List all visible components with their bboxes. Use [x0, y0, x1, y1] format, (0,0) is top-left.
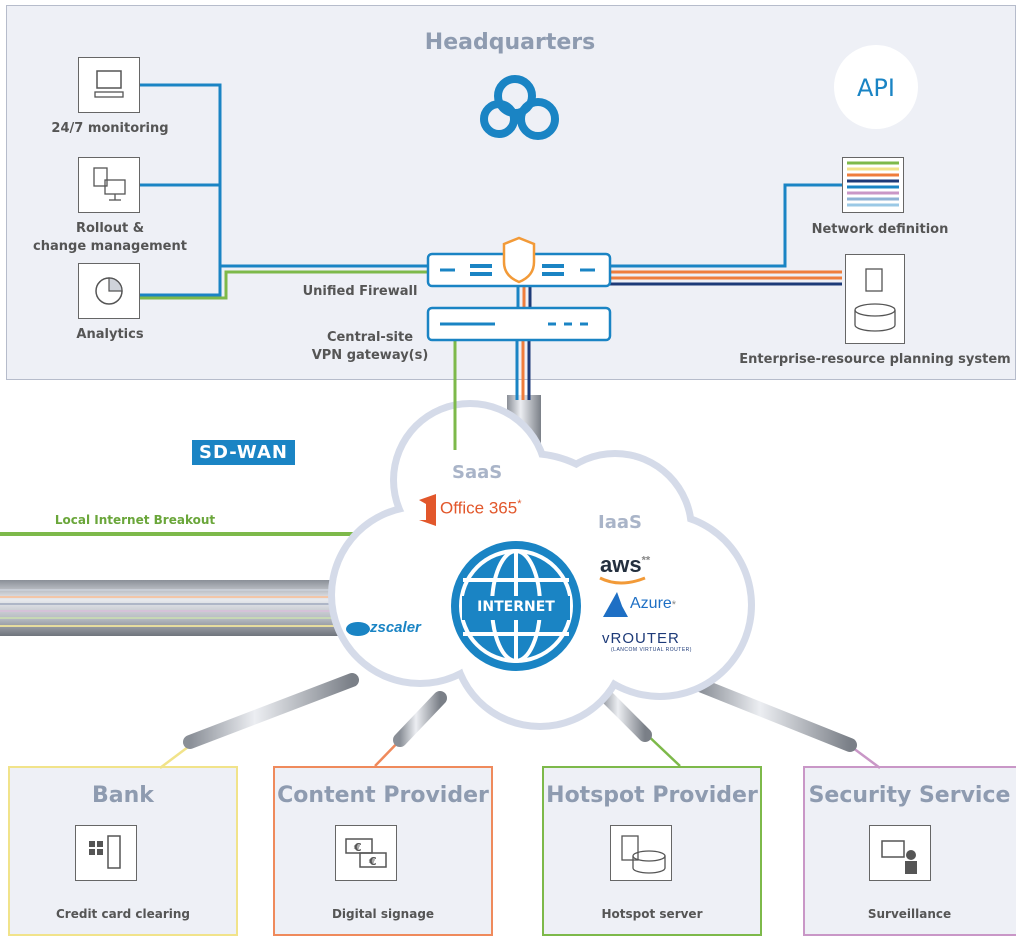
rollout-label-line1: Rollout & — [75, 221, 145, 236]
internet-globe-icon — [451, 541, 581, 671]
local-breakout-label: Local Internet Breakout — [54, 513, 216, 527]
vpn-gateway-device — [426, 306, 612, 342]
credit-card-icon-box — [75, 825, 137, 881]
monitoring-icon-box — [78, 57, 140, 113]
azure-icon — [603, 592, 628, 617]
security-service-label: Surveillance — [867, 907, 952, 921]
office365-icon — [419, 494, 436, 526]
vpn-label-line2: VPN gateway(s) — [311, 348, 429, 363]
bank-title: Bank — [92, 783, 154, 808]
network-definition-icon — [847, 161, 899, 207]
hq-right-lines — [610, 183, 842, 286]
network-definition-label: Network definition — [811, 222, 949, 237]
hotspot-provider-title: Hotspot Provider — [546, 783, 758, 808]
security-service-title: Security Service — [808, 783, 1011, 808]
aws-smile-icon — [599, 576, 646, 585]
zscaler-label: zscaler — [370, 619, 421, 636]
network-definition-icon-box — [842, 157, 904, 213]
headquarters-title: Headquarters — [424, 30, 596, 55]
rollout-icon-box — [78, 157, 140, 213]
erp-label: Enterprise-resource planning system — [739, 352, 1011, 367]
monitoring-label: 24/7 monitoring — [51, 121, 169, 136]
vrouter-sublabel: (LANCOM VIRTUAL ROUTER) — [611, 647, 692, 653]
aws-asterisk: ** — [641, 554, 651, 567]
lancom-cloud-logo — [480, 75, 559, 140]
api-badge-circle — [834, 45, 918, 129]
pie-chart-icon — [95, 277, 123, 305]
erp-icon-box — [845, 254, 905, 344]
surveillance-icon-box — [869, 825, 931, 881]
sdwan-badge: SD-WAN — [192, 440, 295, 465]
iaas-label: IaaS — [598, 512, 642, 533]
content-provider-title: Content Provider — [277, 783, 489, 808]
analytics-label: Analytics — [76, 327, 144, 342]
svg-text:€: € — [368, 855, 377, 868]
internet-label: INTERNET — [477, 599, 555, 615]
azure-label: Azure* — [630, 595, 676, 613]
firewall-down-lines — [453, 285, 532, 450]
money-icon: € € — [345, 838, 387, 868]
unified-firewall-device — [426, 236, 612, 288]
credit-card-terminal-icon — [89, 835, 121, 869]
monitor-icon — [94, 70, 124, 98]
azure-asterisk: * — [671, 599, 677, 611]
hotspot-server-icon-box — [610, 825, 672, 881]
hotspot-server-icon — [621, 835, 666, 874]
office365-text: Office 365 — [440, 498, 518, 518]
aws-label: aws** — [600, 552, 650, 578]
hotspot-provider-label: Hotspot server — [601, 907, 703, 921]
surveillance-icon — [881, 840, 917, 874]
digital-signage-icon-box: € € — [335, 825, 397, 881]
erp-server-icon — [854, 268, 896, 332]
svg-text:€: € — [353, 841, 362, 854]
api-label: API — [857, 74, 895, 102]
saas-label: SaaS — [452, 462, 503, 483]
vrouter-label: vROUTER — [602, 630, 680, 647]
bank-label: Credit card clearing — [55, 907, 190, 921]
hq-left-lines — [140, 83, 428, 300]
content-provider-label: Digital signage — [331, 907, 435, 921]
office365-asterisk: * — [517, 498, 522, 510]
office365-label: Office 365* — [440, 498, 521, 519]
rollout-label-line2: change management — [33, 239, 187, 254]
vpn-label-line1: Central-site — [326, 330, 414, 345]
firewall-label: Unified Firewall — [302, 284, 418, 299]
analytics-icon-box — [78, 263, 140, 319]
rollout-icon — [93, 167, 126, 201]
aws-text: aws — [600, 552, 642, 577]
azure-text: Azure — [630, 595, 672, 612]
left-cable-bundle — [0, 580, 350, 636]
zscaler-icon — [346, 622, 370, 636]
